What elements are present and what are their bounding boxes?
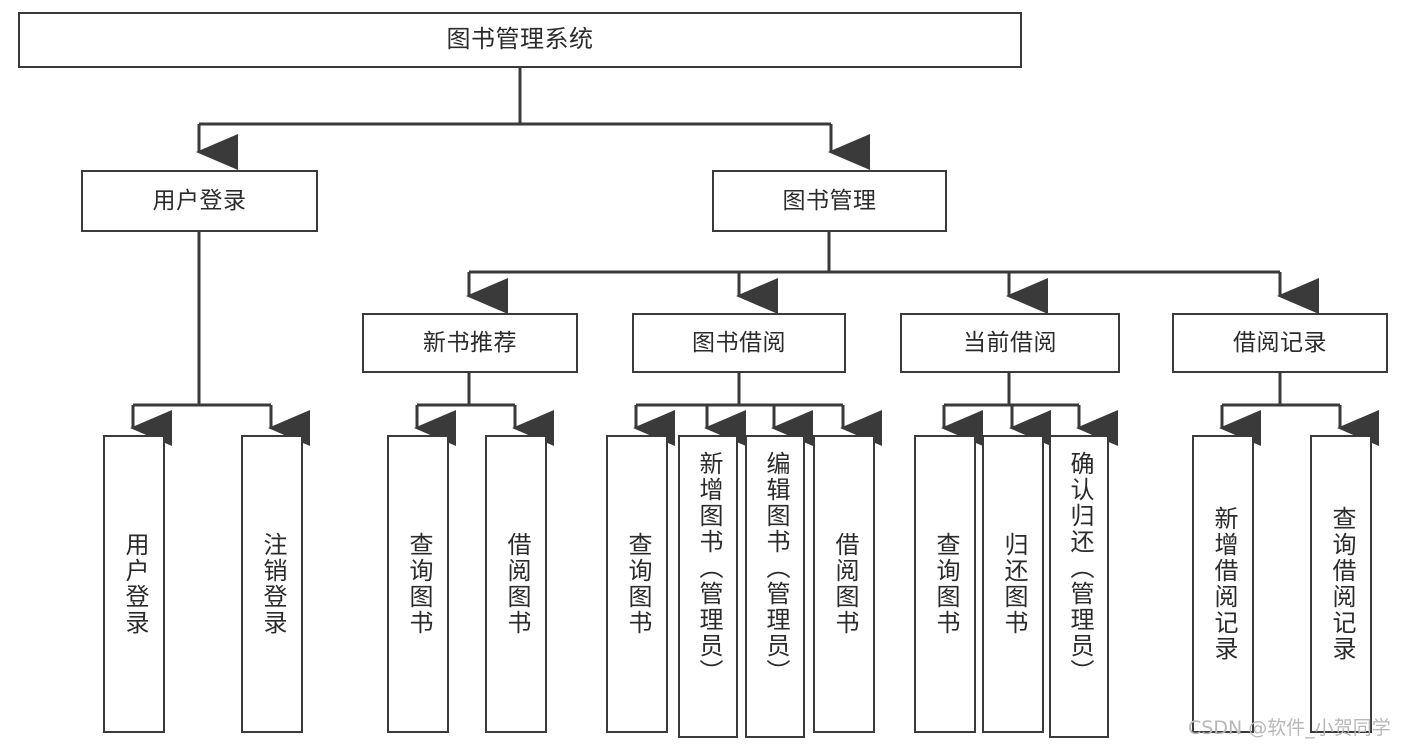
node-borrow-record-label: 借阅记录: [1233, 329, 1327, 356]
node-new-book-recommend[interactable]: 新书推荐: [362, 313, 578, 373]
leaf-query-book-3-label: 查询图书: [931, 532, 960, 636]
node-user-login-label: 用户登录: [152, 187, 247, 214]
node-book-management-label: 图书管理: [782, 187, 877, 214]
node-book-borrow[interactable]: 图书借阅: [632, 313, 846, 373]
leaf-logout-login[interactable]: 注销登录: [241, 435, 303, 733]
leaf-add-book-admin-label: 新增图书（管理员）: [694, 451, 723, 685]
leaf-add-book-admin[interactable]: 新增图书（管理员）: [678, 435, 738, 738]
leaf-logout-login-label: 注销登录: [258, 532, 287, 636]
leaf-borrow-book-1-label: 借阅图书: [502, 532, 531, 636]
node-borrow-record[interactable]: 借阅记录: [1172, 313, 1388, 373]
leaf-edit-book-admin[interactable]: 编辑图书（管理员）: [745, 435, 805, 738]
node-new-book-recommend-label: 新书推荐: [423, 329, 517, 356]
leaf-query-book-1-label: 查询图书: [404, 532, 433, 636]
node-root-label: 图书管理系统: [446, 25, 594, 54]
leaf-user-login[interactable]: 用户登录: [103, 435, 165, 733]
leaf-return-book[interactable]: 归还图书: [982, 435, 1044, 733]
node-current-borrow-label: 当前借阅: [963, 329, 1057, 356]
leaf-query-book-3[interactable]: 查询图书: [914, 435, 976, 733]
leaf-query-book-2[interactable]: 查询图书: [606, 435, 668, 733]
leaf-confirm-return-admin[interactable]: 确认归还（管理员）: [1049, 435, 1109, 738]
node-current-borrow[interactable]: 当前借阅: [900, 313, 1120, 373]
node-user-login[interactable]: 用户登录: [81, 170, 318, 232]
leaf-user-login-label: 用户登录: [120, 532, 149, 636]
node-book-borrow-label: 图书借阅: [692, 329, 786, 356]
leaf-confirm-return-admin-label: 确认归还（管理员）: [1065, 451, 1094, 685]
leaf-add-borrow-record-label: 新增借阅记录: [1209, 506, 1238, 662]
leaf-borrow-book-2-label: 借阅图书: [830, 532, 859, 636]
leaf-edit-book-admin-label: 编辑图书（管理员）: [761, 451, 790, 685]
leaf-borrow-book-1[interactable]: 借阅图书: [485, 435, 547, 733]
leaf-query-book-1[interactable]: 查询图书: [387, 435, 449, 733]
leaf-query-book-2-label: 查询图书: [623, 532, 652, 636]
leaf-query-borrow-record[interactable]: 查询借阅记录: [1310, 435, 1372, 733]
csdn-watermark: CSDN @软件_小贺同学: [1188, 717, 1391, 739]
leaf-query-borrow-record-label: 查询借阅记录: [1327, 506, 1356, 662]
leaf-return-book-label: 归还图书: [999, 532, 1028, 636]
node-book-management[interactable]: 图书管理: [712, 170, 947, 232]
leaf-add-borrow-record[interactable]: 新增借阅记录: [1192, 435, 1254, 733]
leaf-borrow-book-2[interactable]: 借阅图书: [813, 435, 875, 733]
node-root-system[interactable]: 图书管理系统: [18, 12, 1022, 68]
